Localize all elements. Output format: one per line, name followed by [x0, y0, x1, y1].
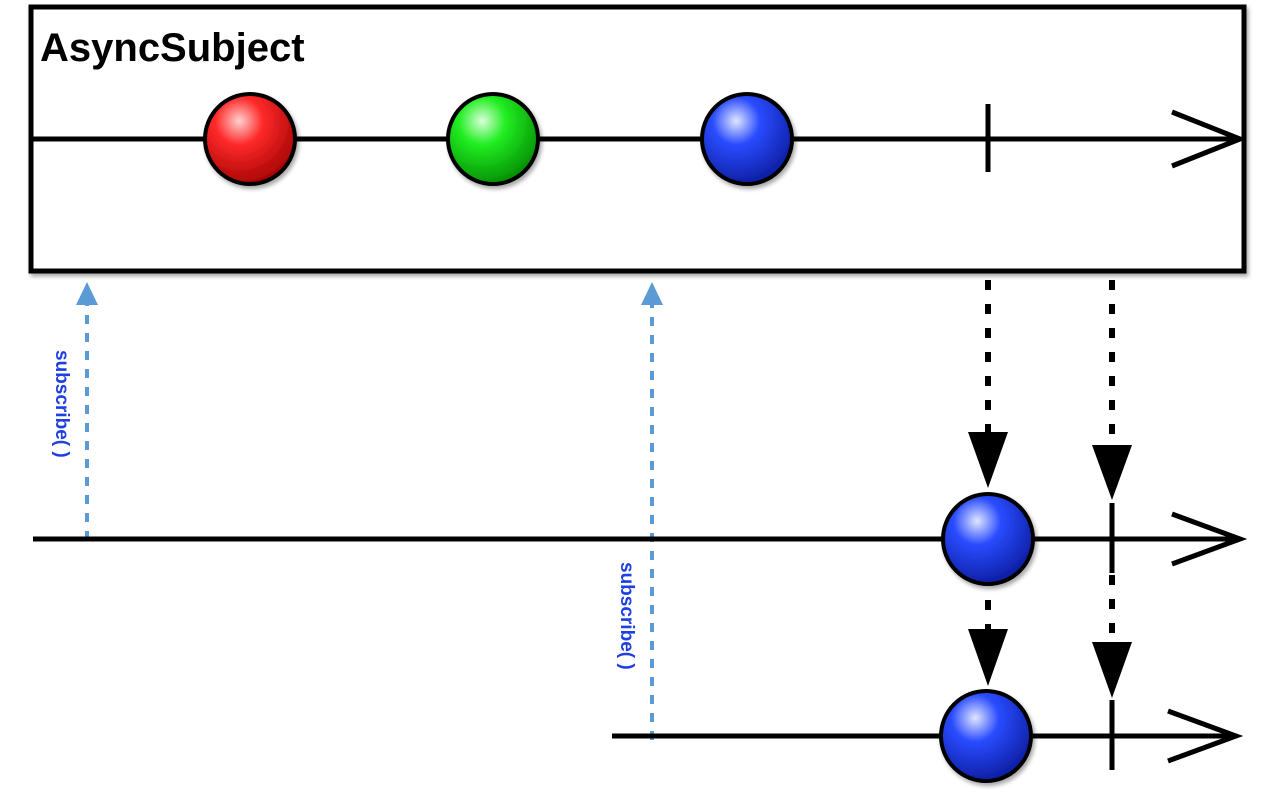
- subscribe-label-1: subscribe( ): [51, 350, 72, 458]
- subject-item-green: [446, 92, 540, 186]
- subscriber-1-arrowhead: [1171, 511, 1248, 567]
- emit-arrow-item-2-head: [968, 629, 1008, 686]
- subscriber-1-item-blue: [941, 492, 1035, 586]
- emit-arrow-complete-1-head: [1092, 445, 1132, 500]
- subject-timeline-arrowhead: [1171, 109, 1247, 169]
- subject-item-red: [203, 92, 297, 186]
- emit-arrow-item-1-head: [968, 432, 1008, 488]
- emit-arrow-complete-2-head: [1092, 642, 1132, 698]
- subject-title: AsyncSubject: [40, 26, 305, 70]
- subscribe-arrow-1-head: [76, 282, 98, 305]
- subscribe-label-2: subscribe( ): [616, 562, 637, 670]
- subject-item-blue: [700, 92, 794, 186]
- subscriber-2-arrowhead: [1167, 708, 1244, 764]
- subscriber-2-item-blue: [939, 689, 1033, 783]
- subscribe-arrow-2-head: [641, 282, 663, 305]
